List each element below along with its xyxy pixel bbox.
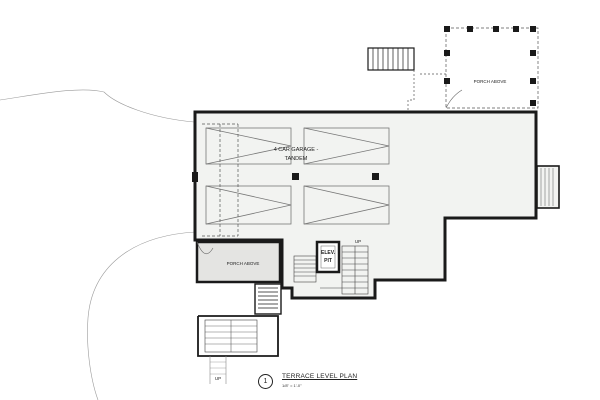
stair-up-label-center: UP [355,239,361,244]
elevator-label-line1: ELEV. [321,250,336,256]
porch-above-left-label: PORCH ABOVE [227,261,260,266]
main-floor [193,110,538,300]
columns [192,172,379,182]
drawing-scale: 1/8" = 1'-0" [282,383,302,388]
stair-lower [197,283,282,384]
drawing-title-block: 1 TERRACE LEVEL PLAN 1/8" = 1'-0" [258,372,388,394]
balcony-right [536,165,560,209]
stair-center [293,245,369,295]
stair-upper [367,47,446,110]
elevator-pit [315,240,341,274]
porch-left [195,240,282,284]
porch-above-right-label: PORCH ABOVE [474,79,507,84]
stair-up-label-bottom: UP [215,376,221,381]
garage-door-lines [202,123,239,237]
garage-label-line2: TANDEM [285,156,308,162]
site-curves [0,89,196,400]
elevator-label-line2: PIT [324,258,332,264]
garage-label-line1: 4 CAR GARAGE - [274,147,319,153]
porch-upper-right [444,26,539,109]
drawing-number-badge: 1 [258,374,273,389]
drawing-title: TERRACE LEVEL PLAN [282,373,358,380]
